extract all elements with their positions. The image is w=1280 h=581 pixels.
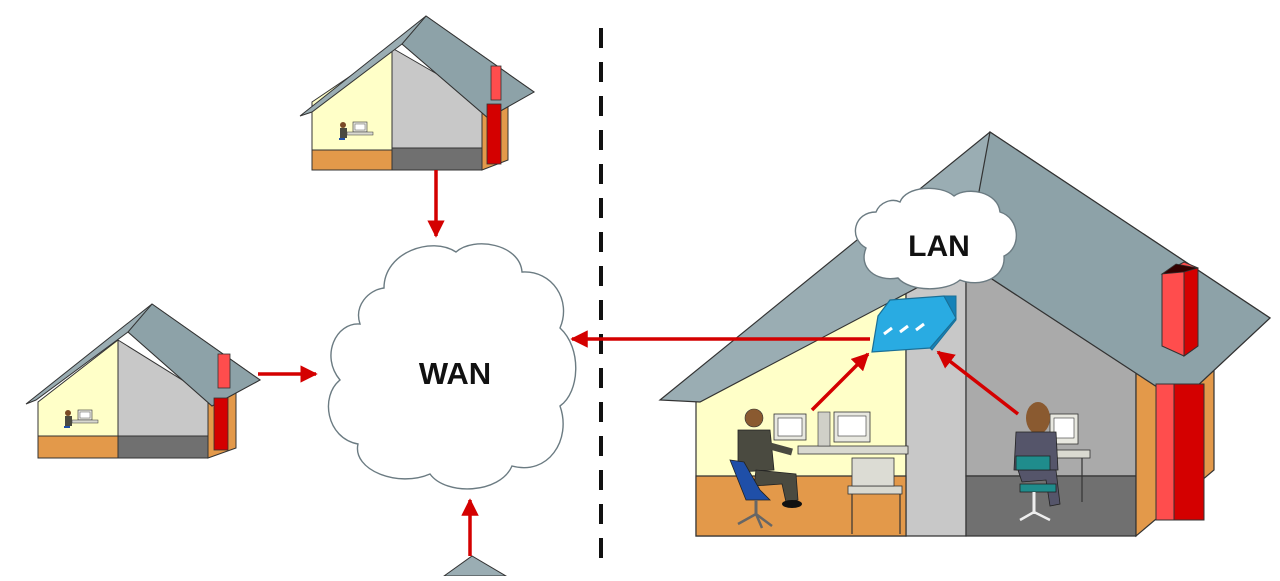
lan-cloud: LAN [854,187,1018,290]
connection-arrows [258,170,1020,556]
office-desk [773,411,909,534]
lan-label: LAN [908,230,970,263]
woman-at-computer-icon [1013,402,1091,522]
house-top [299,15,535,171]
arrow-man-to-router [810,352,870,412]
house-bottom [442,555,508,577]
router-icon [871,295,957,353]
arrow-woman-to-router [936,350,1020,416]
house-left [25,303,261,459]
man-at-computer-icon [729,408,802,529]
wan-cloud: WAN [327,243,577,490]
wan-label: WAN [419,356,491,391]
